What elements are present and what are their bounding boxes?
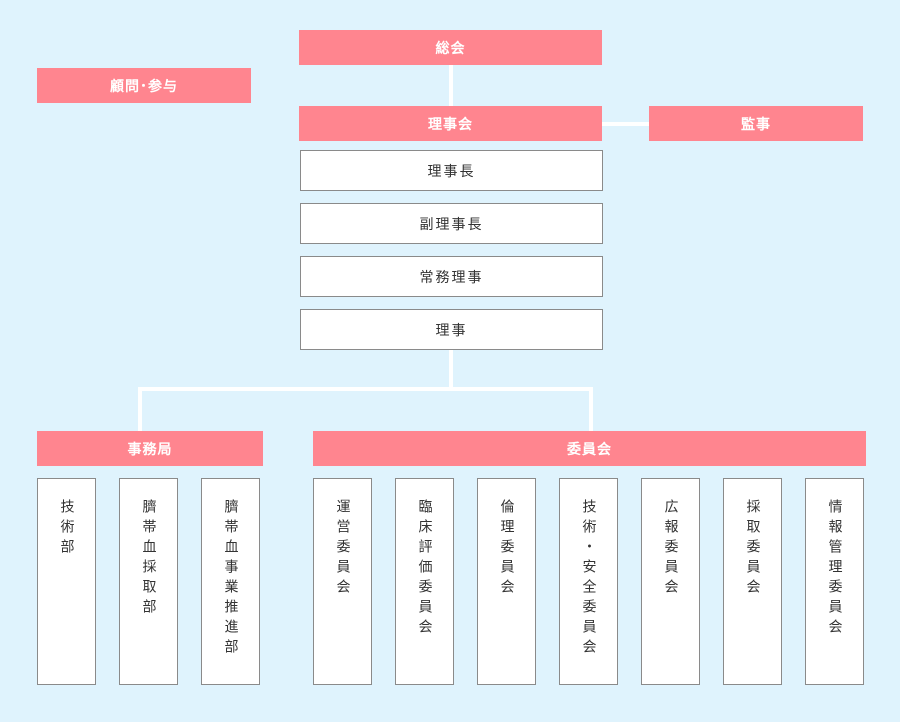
connector-to-secretariat xyxy=(138,387,142,431)
committee-label: 倫理委員会 xyxy=(498,499,515,599)
officer-vice-chairman-box: 副理事長 xyxy=(300,203,603,244)
committee-label: 臨床評価委員会 xyxy=(416,499,433,639)
committee-column: 運営委員会 xyxy=(313,478,372,685)
department-label: 臍帯血採取部 xyxy=(140,499,157,619)
officer-director-box: 理事 xyxy=(300,309,603,350)
auditor-box: 監事 xyxy=(649,106,863,141)
advisors-box: 顧問･参与 xyxy=(37,68,251,103)
board-box: 理事会 xyxy=(299,106,602,141)
connector-assembly-board xyxy=(449,64,453,106)
committee-column: 広報委員会 xyxy=(641,478,700,685)
committee-column: 臨床評価委員会 xyxy=(395,478,454,685)
department-column: 臍帯血事業推進部 xyxy=(201,478,260,685)
connector-horizontal-branch xyxy=(138,387,593,391)
committee-column: 倫理委員会 xyxy=(477,478,536,685)
committee-column: 採取委員会 xyxy=(723,478,782,685)
connector-to-committees xyxy=(589,387,593,431)
connector-board-auditor xyxy=(602,122,650,126)
committee-column: 技術・安全委員会 xyxy=(559,478,618,685)
secretariat-box: 事務局 xyxy=(37,431,263,466)
committee-label: 広報委員会 xyxy=(662,499,679,599)
department-column: 技術部 xyxy=(37,478,96,685)
general-assembly-box: 総会 xyxy=(299,30,602,65)
committees-box: 委員会 xyxy=(313,431,866,466)
committee-label: 情報管理委員会 xyxy=(826,499,843,639)
department-column: 臍帯血採取部 xyxy=(119,478,178,685)
department-label: 技術部 xyxy=(58,499,75,559)
committee-label: 技術・安全委員会 xyxy=(580,499,597,659)
connector-officers-branch xyxy=(449,349,453,389)
officer-executive-director-box: 常務理事 xyxy=(300,256,603,297)
committee-label: 運営委員会 xyxy=(334,499,351,599)
committee-column: 情報管理委員会 xyxy=(805,478,864,685)
committee-label: 採取委員会 xyxy=(744,499,761,599)
officer-chairman-box: 理事長 xyxy=(300,150,603,191)
department-label: 臍帯血事業推進部 xyxy=(222,499,239,659)
